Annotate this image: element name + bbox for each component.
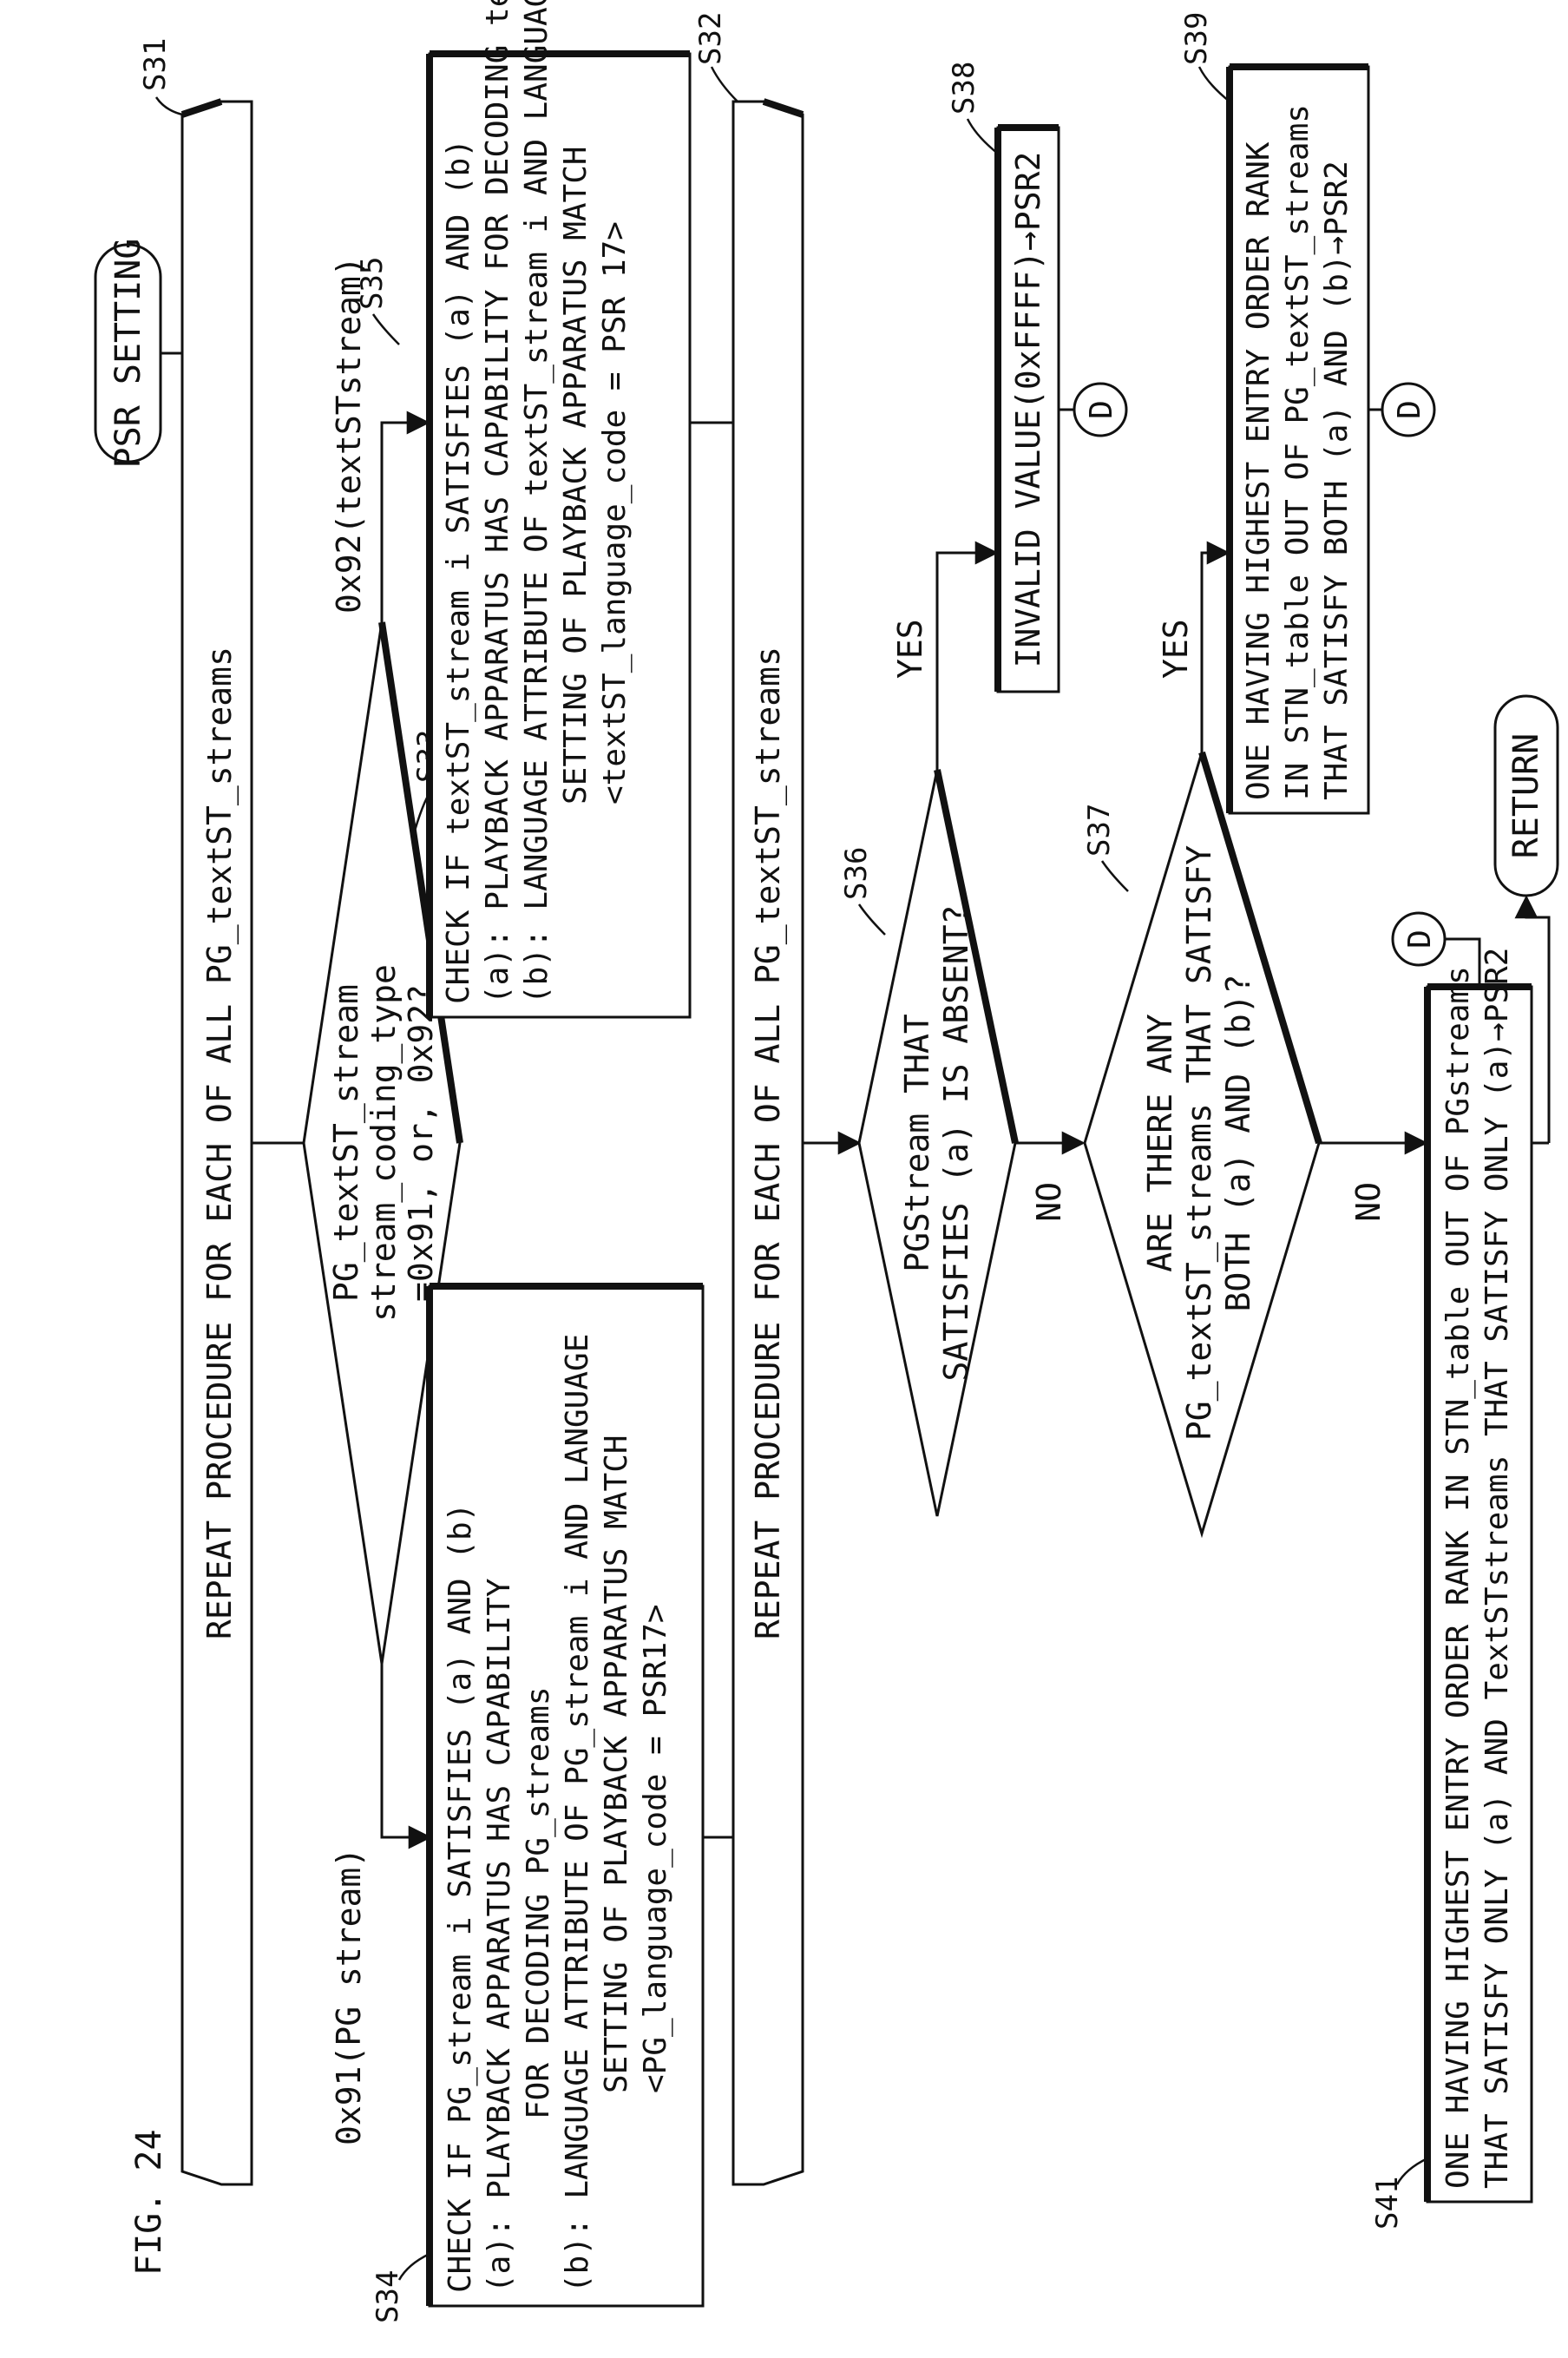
s31-id: S31 [138, 38, 173, 91]
s39-line1: ONE HAVING HIGHEST ENTRY ORDER RANK [1241, 141, 1276, 800]
start-terminal: PSR SETTING [94, 239, 162, 469]
flow-arrow-pg-branch [380, 1664, 432, 1849]
connector-d-s41: D [1391, 911, 1447, 967]
flow-line-s41-connector [1445, 937, 1481, 987]
s41-leader [1395, 2157, 1428, 2185]
s37-line3: BOTH (a) AND (b)? [1219, 975, 1257, 1312]
s39-leader [1197, 66, 1230, 102]
s32-id: S32 [693, 12, 728, 65]
s35-line5: <textST_language_code = PSR 17> [597, 221, 633, 805]
return-label: RETURN [1506, 733, 1546, 859]
s36-no-label: NO [1030, 1182, 1068, 1222]
s36-line1: PGStream THAT [898, 1014, 936, 1271]
s41-line2: THAT SATISFY ONLY (a) AND TextSTstreams … [1479, 948, 1515, 2189]
s31-text: REPEAT PROCEDURE FOR EACH OF ALL PG_text… [200, 647, 239, 1639]
s34-line5: SETTING OF PLAYBACK APPARATUS MATCH [599, 1435, 634, 2093]
s33-branch-right: 0x92(textSTstream) [330, 256, 368, 614]
s31-leader [154, 96, 183, 116]
s34-line3: FOR DECODING PG_streams [521, 1687, 556, 2120]
step-s31-loop-start: REPEAT PROCEDURE FOR EACH OF ALL PG_text… [180, 98, 253, 2186]
s34-id: S34 [371, 2270, 405, 2323]
step-s39-process: ONE HAVING HIGHEST ENTRY ORDER RANK IN S… [1226, 63, 1370, 815]
step-s34-process: CHECK IF PG_stream i SATISFIES (a) AND (… [426, 1283, 705, 2308]
s41-line1: ONE HAVING HIGHEST ENTRY ORDER RANK IN S… [1440, 966, 1476, 2189]
step-s35-process: CHECK IF textST_stream i SATISFIES (a) A… [426, 0, 692, 1019]
connector-d-label: D [1402, 929, 1438, 949]
s34-line4: (b): LANGUAGE ATTRIBUTE OF PG_stream i A… [560, 1334, 595, 2293]
s39-id: S39 [1179, 12, 1214, 65]
s37-no-label: NO [1349, 1182, 1388, 1222]
s35-line2: (a): PLAYBACK APPARATUS HAS CAPABILITY F… [480, 0, 515, 1004]
s35-leader [371, 313, 400, 345]
s38-text: INVALID VALUE(0xFFFF)→PSR2 [1009, 152, 1047, 668]
step-s38-process: INVALID VALUE(0xFFFF)→PSR2 [994, 124, 1060, 693]
s34-leader [397, 2252, 430, 2281]
s39-line3: THAT SATISFY BOTH (a) AND (b)→PSR2 [1319, 161, 1355, 800]
s32-leader [710, 66, 738, 102]
connector-d-s38: D [1073, 382, 1128, 437]
s38-leader [966, 118, 999, 154]
s34-line1: CHECK IF PG_stream i SATISFIES (a) AND (… [443, 1503, 478, 2293]
s36-id: S36 [839, 847, 874, 900]
s35-line3: (b): LANGUAGE ATTRIBUTE OF textST_stream… [519, 0, 554, 1004]
step-s33-decision: PG_textST_stream stream_coding_type =0x9… [302, 621, 463, 1665]
s34-line6: <PG_language_code = PSR17> [638, 1604, 673, 2093]
s36-leader [857, 903, 886, 936]
step-s37-decision: ARE THERE ANY PG_textST_streams THAT SAT… [1083, 747, 1322, 1539]
s39-line2: IN STN_table OUT OF PG_textST_streams [1280, 104, 1315, 800]
s35-line4: SETTING OF PLAYBACK APPARATUS MATCH [558, 146, 594, 805]
s41-id: S41 [1370, 2177, 1405, 2230]
s32-text: REPEAT PROCEDURE FOR EACH OF ALL PG_text… [749, 647, 788, 1639]
s34-line2: (a): PLAYBACK APPARATUS HAS CAPABILITY [482, 1578, 517, 2293]
s36-yes-label: YES [891, 619, 929, 679]
flow-arrow-s36-yes [935, 541, 999, 770]
s37-leader [1100, 860, 1129, 892]
s37-yes-label: YES [1157, 619, 1195, 679]
s36-line2: SATISFIES (a) IS ABSENT? [937, 904, 975, 1381]
step-s36-decision: PGStream THAT SATISFIES (a) IS ABSENT? [857, 769, 1019, 1517]
s33-branch-left: 0x91(PG stream) [330, 1848, 368, 2145]
step-s41-process: ONE HAVING HIGHEST ENTRY ORDER RANK IN S… [1424, 948, 1533, 2204]
connector-d-s39: D [1381, 382, 1436, 437]
connector-d-label: D [1084, 400, 1119, 419]
s37-id: S37 [1082, 804, 1117, 857]
step-s32-loop-end: REPEAT PROCEDURE FOR EACH OF ALL PG_text… [732, 98, 804, 2186]
s33-line2: stream_coding_type [364, 964, 403, 1322]
s37-line1: ARE THERE ANY [1141, 1014, 1179, 1272]
s35-line1: CHECK IF textST_stream i SATISFIES (a) A… [441, 139, 476, 1004]
s35-id: S35 [355, 257, 390, 310]
figure-label: FIG. 24 [129, 2129, 169, 2276]
s37-line2: PG_textST_streams THAT SATISFY [1180, 845, 1219, 1441]
return-terminal: RETURN [1493, 694, 1559, 897]
connector-d-label: D [1392, 400, 1427, 419]
s38-id: S38 [947, 62, 981, 115]
flow-arrow-s37-yes [1200, 541, 1230, 752]
flow-arrow-to-return [1514, 895, 1551, 1143]
s33-line1: PG_textST_stream [327, 984, 366, 1302]
flow-arrow-textst-branch [380, 411, 430, 622]
s33-line3: =0x91, or, 0x92? [402, 984, 440, 1302]
start-label: PSR SETTING [108, 239, 148, 469]
